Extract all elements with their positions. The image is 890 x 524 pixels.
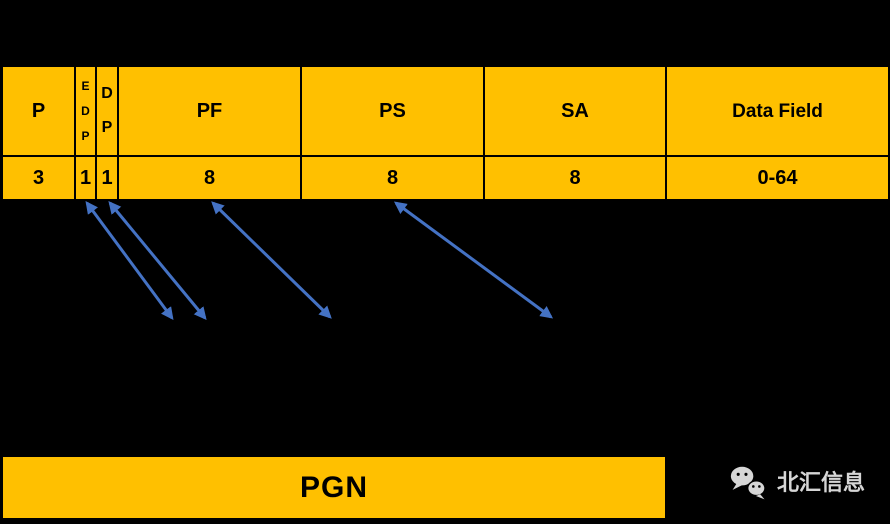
header-cell-edp: E D P — [76, 67, 95, 155]
header-label: D — [101, 85, 113, 102]
bits-value: 8 — [386, 167, 399, 189]
bits-cell-priority: 3 — [3, 157, 74, 199]
pgn-bar: PGN — [3, 457, 665, 518]
mapping-arrow — [108, 201, 207, 320]
watermark: 北汇信息 — [730, 463, 865, 503]
bits-cell-pf: 8 — [119, 157, 300, 199]
header-cell-priority: P — [3, 67, 74, 155]
header-label: Data Field — [732, 100, 823, 122]
pgn-label: PGN — [299, 470, 368, 504]
header-label: SA — [561, 100, 589, 122]
header-label: PF — [196, 100, 223, 122]
bits-cell-ps: 8 — [302, 157, 483, 199]
bits-cell-data-field: 0-64 — [667, 157, 888, 199]
header-label: E — [81, 78, 90, 93]
header-label: P — [101, 119, 113, 136]
bits-value: 1 — [101, 167, 113, 189]
header-label: D — [81, 103, 90, 118]
header-label: P — [31, 100, 46, 122]
bits-cell-sa: 8 — [485, 157, 665, 199]
bits-cell-edp: 1 — [76, 157, 95, 199]
bits-value: 0-64 — [757, 167, 798, 189]
bits-cell-dp: 1 — [97, 157, 117, 199]
header-cell-sa: SA — [485, 67, 665, 155]
mapping-arrow — [85, 200, 174, 321]
can-id-field-table: P E D P D P PF PS SA Data Field 3 1 — [3, 67, 888, 199]
watermark-text: 北汇信息 — [777, 470, 866, 495]
mapping-arrow — [211, 201, 332, 319]
header-cell-data-field: Data Field — [667, 67, 888, 155]
bits-value: 8 — [569, 167, 581, 189]
bits-value: 8 — [203, 167, 216, 189]
header-cell-dp: D P — [97, 67, 117, 155]
bits-value: 3 — [32, 167, 45, 189]
header-cell-ps: PS — [302, 67, 483, 155]
header-label: P — [81, 128, 90, 143]
header-cell-pf: PF — [119, 67, 300, 155]
header-label: PS — [379, 100, 406, 122]
wechat-icon — [730, 466, 766, 500]
bits-value: 1 — [79, 167, 92, 189]
mapping-arrow — [393, 201, 554, 319]
